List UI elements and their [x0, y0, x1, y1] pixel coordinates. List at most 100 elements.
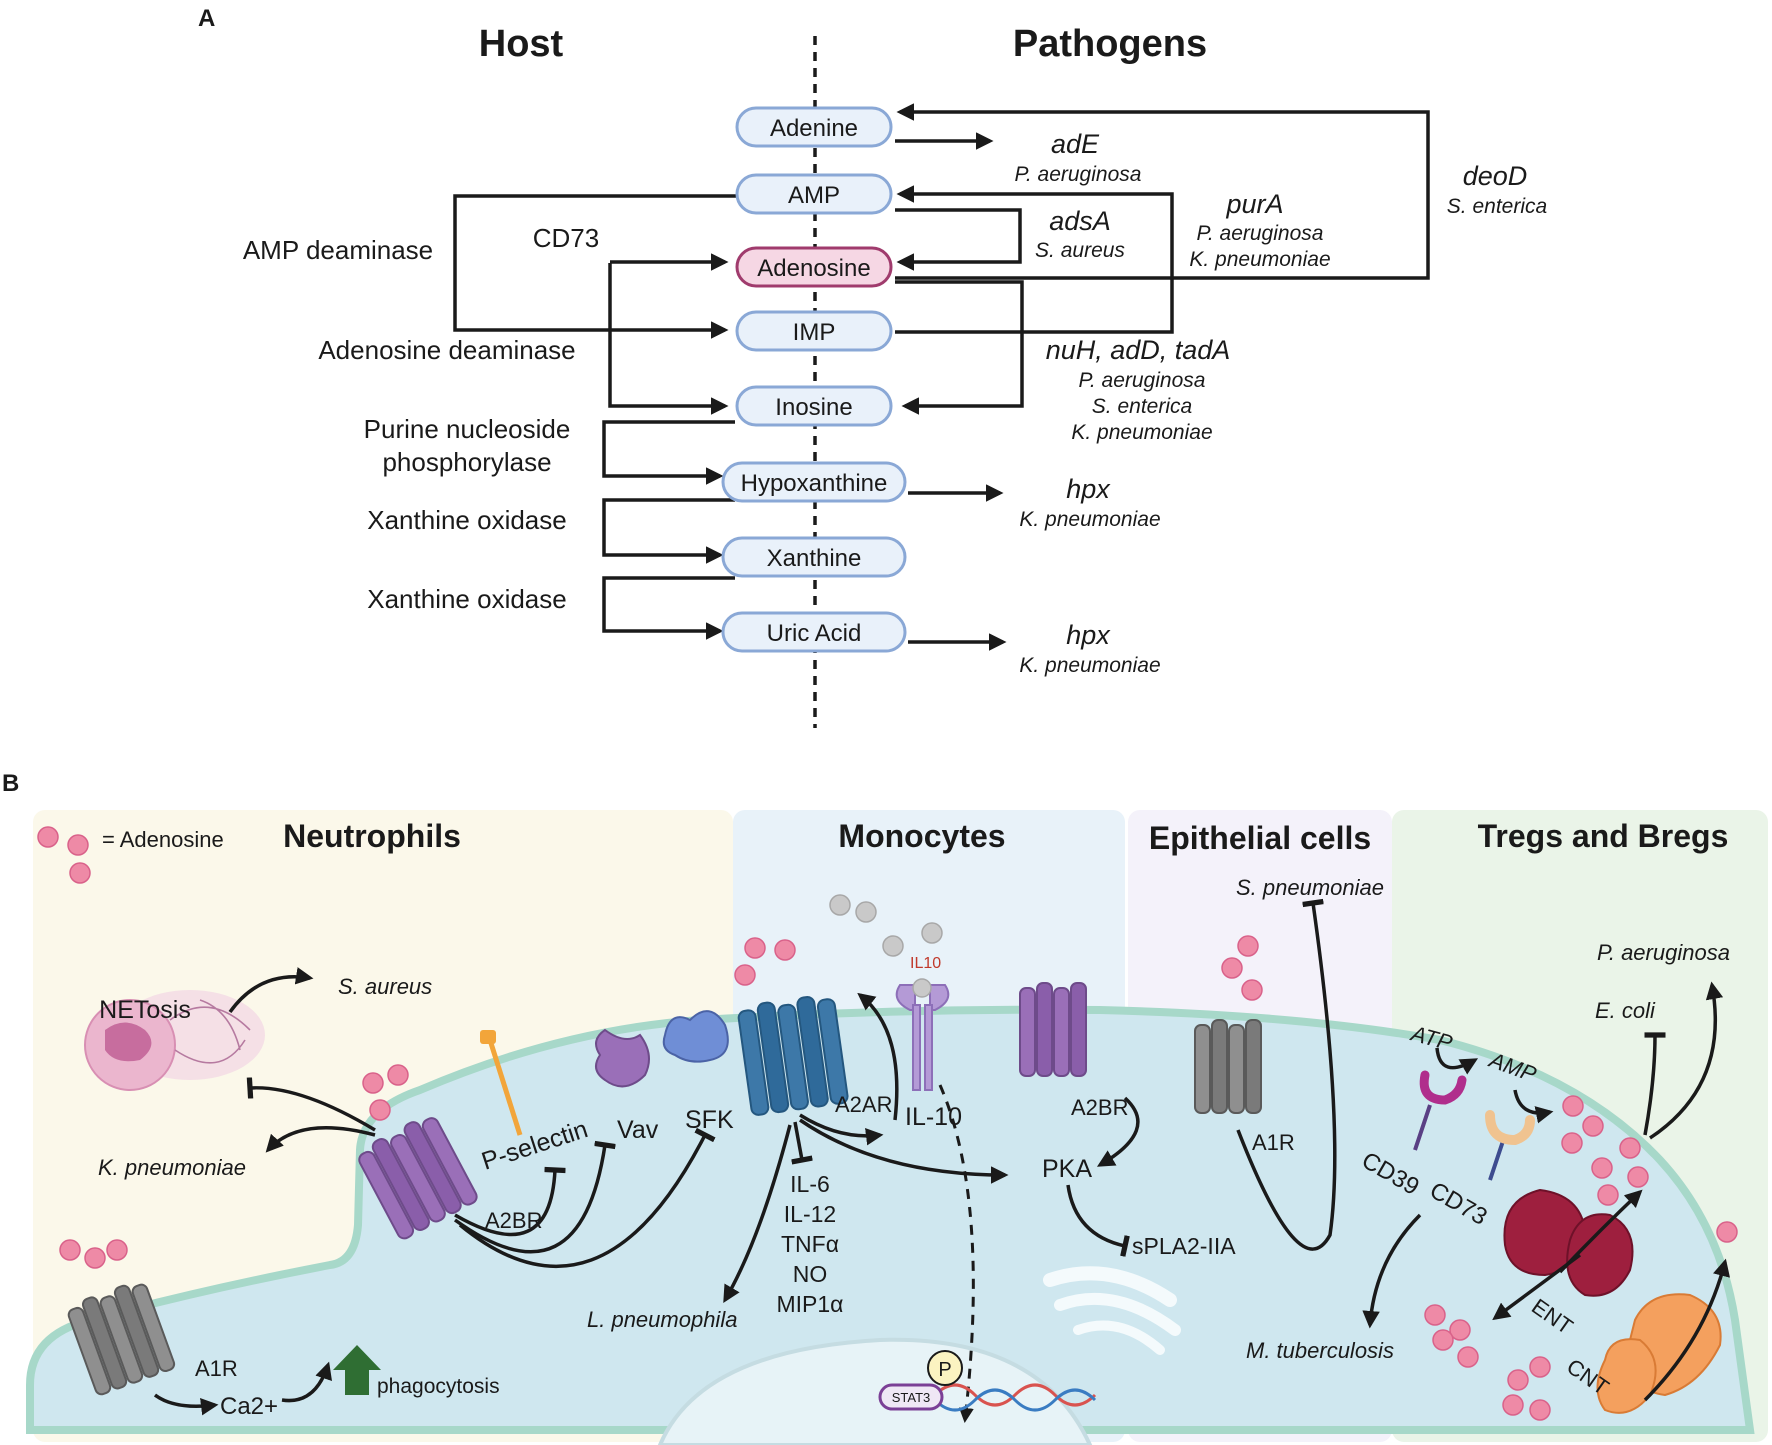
adenosine-dot: [1619, 1137, 1641, 1159]
il10-receptor-icon: [895, 978, 950, 1091]
cd73-label: CD73: [533, 223, 599, 253]
metabolite-xanthine: Xanthine: [721, 536, 907, 578]
metabolite-boxes: Adenine AMP Adenosine IMP Inosine Hypoxa…: [721, 106, 907, 653]
a2br-inhibits-p-selectin: [454, 1166, 566, 1237]
adenosine-dot: [1561, 1132, 1583, 1154]
nuh-arrow: [895, 280, 1024, 415]
section-title-tregs: Tregs and Bregs: [1478, 818, 1729, 854]
e-coli-label: E. coli: [1595, 998, 1656, 1023]
adenosine-deaminase-label: Adenosine deaminase: [318, 335, 575, 365]
il10-molecule-dot: [882, 935, 904, 957]
stat3-label: STAT3: [892, 1390, 931, 1405]
netosis-to-s-aureus-arrow: [228, 967, 314, 1014]
golgi-icon: [1043, 1266, 1181, 1355]
species-nuh-3: K. pneumoniae: [1071, 421, 1212, 444]
a2ar-inhibits-cytokines: [791, 1121, 813, 1165]
cytokine-item: TNFα: [781, 1231, 839, 1257]
adenosine-dot: [1221, 957, 1243, 979]
il10-to-stat3-dashed-arrow: [938, 1084, 975, 1423]
k-pneumoniae-label: K. pneumoniae: [98, 1155, 246, 1180]
adenosine-dot: [1597, 1184, 1619, 1206]
legend-adenosine-dot: [67, 834, 89, 856]
metabolite-adenosine: Adenosine: [735, 246, 893, 288]
phagocytosis-label: phagocytosis: [377, 1375, 500, 1398]
cytokine-item: NO: [793, 1261, 828, 1287]
adenosine-dot: [84, 1247, 106, 1269]
calcium-to-phagocytosis-arrow: [281, 1361, 332, 1403]
svg-text:Inosine: Inosine: [775, 394, 852, 421]
vav-label: Vav: [617, 1116, 659, 1144]
adenosine-dot: [1529, 1356, 1551, 1378]
legend-label: = Adenosine: [102, 827, 224, 852]
cd39-icon: [1413, 1070, 1467, 1151]
panel-b: B Neutrophils Monocytes Epithelial cells…: [2, 770, 1768, 1445]
netosis-inhibition: [246, 1077, 376, 1132]
inhibits-e-coli: [1643, 1032, 1666, 1136]
adenosine-dot: [1432, 1329, 1454, 1351]
section-title-monocytes: Monocytes: [838, 818, 1005, 854]
gene-hpx-2: hpx: [1066, 620, 1111, 650]
pnp-label-line1: Purine nucleoside: [364, 414, 571, 444]
species-ade-1: P. aeruginosa: [1015, 163, 1142, 186]
species-hpx1-1: K. pneumoniae: [1019, 508, 1160, 531]
svg-text:Hypoxanthine: Hypoxanthine: [741, 470, 888, 497]
xanthine-oxidase-label-1: Xanthine oxidase: [367, 505, 566, 535]
p-aeruginosa-arrow: [1649, 981, 1724, 1140]
adenosine-dot: [734, 964, 756, 986]
gene-hpx-1: hpx: [1066, 474, 1111, 504]
ent-influx-arrow: [1558, 1189, 1643, 1274]
adenosine-dot: [774, 939, 796, 961]
svg-text:Uric Acid: Uric Acid: [767, 620, 862, 647]
pka-label: PKA: [1042, 1155, 1092, 1183]
il10-molecule-dot: [921, 922, 943, 944]
a2ar-to-il10-arrow: [799, 1113, 884, 1146]
adenosine-dot: [1241, 979, 1263, 1001]
up-arrow-icon: [333, 1345, 381, 1395]
phospho-label: P: [938, 1359, 951, 1381]
gene-adsa: adsA: [1049, 206, 1111, 236]
k-pneumoniae-arrow: [265, 1125, 376, 1153]
metabolite-amp: AMP: [735, 173, 893, 215]
a2br-inhibits-vav: [453, 1140, 616, 1254]
panel-a: A Host Pathogens Adenine AMP Aden: [198, 5, 1547, 728]
p-selectin-icon: [480, 1030, 523, 1136]
m-tuberculosis-arrow: [1362, 1213, 1422, 1329]
cytokine-item: IL-6: [790, 1171, 830, 1197]
ent-transporter-icon: [1503, 1188, 1634, 1297]
a2b-receptor-monocyte-icon: [1019, 982, 1087, 1077]
a1r-inhibits-s-pneumoniae: [1236, 898, 1337, 1251]
cytokine-list: IL-6 IL-12 TNFα NO MIP1α: [777, 1171, 844, 1317]
species-pura-2: K. pneumoniae: [1189, 248, 1330, 271]
spla2-label: sPLA2-IIA: [1132, 1233, 1236, 1259]
panel-b-label: B: [2, 770, 19, 797]
adenosine-dot: [387, 1064, 409, 1086]
adenosine-dot: [106, 1239, 128, 1261]
pnp-arrow: [602, 420, 735, 485]
amp-to-adenosine-arrow: [1513, 1089, 1554, 1124]
metabolite-adenine: Adenine: [735, 106, 893, 148]
adenosine-dot: [362, 1072, 384, 1094]
adenosine-dot: [1449, 1319, 1471, 1341]
svg-text:Adenine: Adenine: [770, 115, 858, 142]
adenosine-dot: [1502, 1394, 1524, 1416]
cd73-icon: [1485, 1110, 1535, 1181]
xo1-arrow: [602, 498, 735, 564]
p-aeruginosa-label: P. aeruginosa: [1597, 940, 1730, 965]
metabolite-imp: IMP: [735, 310, 893, 352]
species-hpx2-1: K. pneumoniae: [1019, 654, 1160, 677]
species-pura-1: P. aeruginosa: [1197, 222, 1324, 245]
host-heading: Host: [479, 23, 564, 65]
section-title-neutrophils: Neutrophils: [283, 818, 461, 854]
sfk-label: SFK: [685, 1106, 734, 1134]
svg-text:IMP: IMP: [793, 319, 836, 346]
amp-deaminase-label: AMP deaminase: [243, 235, 433, 265]
xanthine-oxidase-label-2: Xanthine oxidase: [367, 584, 566, 614]
amp-deaminase-arrow: [453, 194, 737, 339]
host-enzyme-labels: AMP deaminase CD73 Adenosine deaminase P…: [243, 223, 599, 614]
adenosine-dot: [1627, 1166, 1649, 1188]
monocytes-group: A2AR IL10 IL-10 IL-6 IL-12 TNFα NO MIP1α…: [587, 894, 1236, 1423]
a2ar-label: A2AR: [835, 1092, 892, 1117]
pathogen-pathway-lines: [895, 103, 1430, 651]
host-pathway-lines: [453, 194, 737, 640]
metabolite-uric-acid: Uric Acid: [721, 611, 907, 653]
